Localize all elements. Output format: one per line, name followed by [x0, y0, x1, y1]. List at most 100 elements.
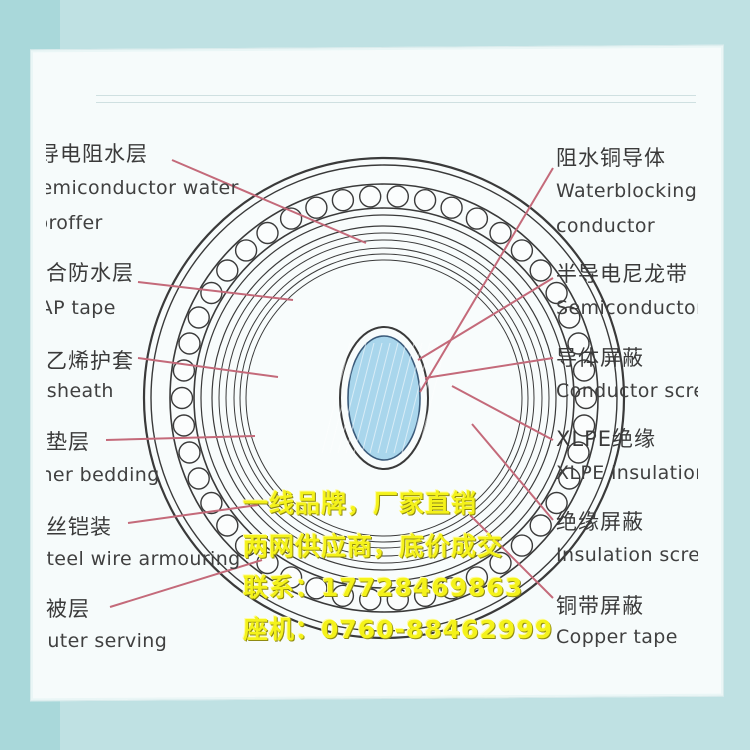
right-label-2-en: Conductor screen [556, 380, 698, 402]
steel-wire [170, 386, 194, 410]
steel-wire [187, 306, 210, 329]
steel-wire [545, 281, 568, 305]
steel-wire [234, 534, 258, 557]
steel-wire [529, 259, 552, 282]
right-label-0-cn: 阻水铜导体 [556, 146, 666, 170]
right-label-1-cn: 半导电尼龙带 [556, 262, 688, 286]
steel-wire [567, 332, 590, 355]
steel-wire [172, 414, 196, 437]
right-labels: 阻水铜导体 Waterblocking copper conductor 半导电… [556, 130, 698, 670]
steel-wire [545, 491, 568, 515]
armour-wires [170, 185, 598, 611]
inner-bedding-ring [200, 214, 568, 582]
leader-line [105, 435, 256, 441]
steel-wire [558, 467, 581, 490]
steel-wire [178, 332, 201, 355]
conductor-strand-hatch [329, 342, 359, 454]
steel-wire [386, 185, 409, 208]
steel-wire [256, 551, 279, 575]
right-label-0-en2: conductor [556, 215, 656, 237]
right-label-4-en: Insulation screen [556, 544, 698, 566]
conductor-strand-hatch [321, 342, 351, 454]
steel-wire [216, 259, 239, 282]
leader-line [171, 159, 367, 244]
armour-outer-ring [169, 183, 599, 613]
steel-wire [216, 514, 239, 537]
armour-inner-ring [193, 207, 575, 589]
steel-wire [305, 196, 328, 219]
right-label-4-cn: 绝缘屏蔽 [556, 510, 644, 534]
steel-wire [234, 239, 258, 262]
steel-wire [386, 588, 409, 611]
left-label-0-en: Semiconductor water [46, 177, 239, 199]
outer-serving-inner-ring [150, 164, 618, 632]
conductor-core [321, 326, 447, 470]
steel-wire [200, 281, 223, 305]
conductor-strand-hatch [361, 342, 391, 454]
steel-wire [279, 566, 303, 589]
insulation-screen-ring [239, 253, 529, 543]
right-label-1-en: Semiconductor nylon [556, 297, 698, 319]
steel-wire [574, 386, 598, 410]
steel-wire [489, 221, 512, 245]
conductor-strand-hatch [409, 342, 439, 454]
panel-top-rule [96, 95, 696, 103]
semiconductor-water-ring [225, 239, 543, 557]
conductor-strand-hatch [337, 342, 367, 454]
steel-wire [529, 514, 552, 537]
leader-line [424, 357, 554, 379]
left-label-3-cn: 内垫层 [46, 430, 90, 454]
left-label-0-en2: proffer [46, 212, 103, 234]
left-label-4-cn: 钢丝铠装 [46, 515, 112, 539]
steel-wire [440, 577, 463, 600]
steel-wire [413, 584, 437, 607]
conductor-strand-hatch [401, 342, 431, 454]
steel-wire [359, 185, 382, 208]
right-label-2-cn: 导体屏蔽 [556, 346, 644, 370]
steel-wire [305, 577, 328, 600]
steel-wire [465, 207, 489, 230]
steel-wire [256, 221, 279, 245]
steel-wire [178, 441, 201, 464]
promo-line-4: 座机：0760-88462999 [243, 615, 554, 644]
promo-line-1: 一线品牌，厂家直销 [243, 489, 478, 518]
steel-wire [331, 584, 355, 607]
steel-wire [440, 196, 463, 219]
conductor-strand-hatch [345, 342, 375, 454]
leader-line [451, 385, 554, 441]
steel-wire [572, 414, 596, 437]
left-label-1-cn: 综合防水层 [46, 261, 134, 285]
leader-line [137, 357, 279, 378]
steel-wire [359, 588, 382, 611]
conductor-strand-hatch [417, 342, 447, 454]
steel-wire [187, 467, 210, 490]
right-label-3-en: XLPE insulation [556, 462, 698, 484]
left-labels: 半导电阻水层 Semiconductor water proffer 综合防水层… [46, 130, 276, 670]
right-label-5-en: Copper tape [556, 626, 678, 648]
left-label-3-en: Inner bedding [46, 464, 160, 486]
leader-line [127, 504, 259, 524]
conductor-strand-hatch [377, 342, 407, 454]
cap-tape-ring [218, 232, 550, 564]
steel-wire [567, 441, 590, 464]
insulation-outer-ring [245, 259, 523, 537]
conductor-strand-hatch [393, 342, 423, 454]
left-label-1-en: CAP tape [46, 297, 116, 319]
leader-line [109, 559, 263, 608]
leader-lines [105, 159, 554, 608]
leader-line [419, 167, 554, 393]
steel-wire [558, 306, 581, 329]
conductor-strand-hatch [385, 342, 415, 454]
left-label-2-en: PE sheath [46, 380, 114, 402]
leader-line [469, 514, 554, 599]
right-label-0-en: Waterblocking copper [556, 180, 698, 202]
steel-wire [510, 239, 534, 262]
steel-wire [489, 551, 512, 575]
leader-line [471, 423, 554, 521]
right-label-5-cn: 铜带屏蔽 [556, 594, 644, 618]
steel-wire [572, 359, 596, 382]
leader-line [137, 281, 294, 301]
steel-wire [413, 188, 437, 212]
